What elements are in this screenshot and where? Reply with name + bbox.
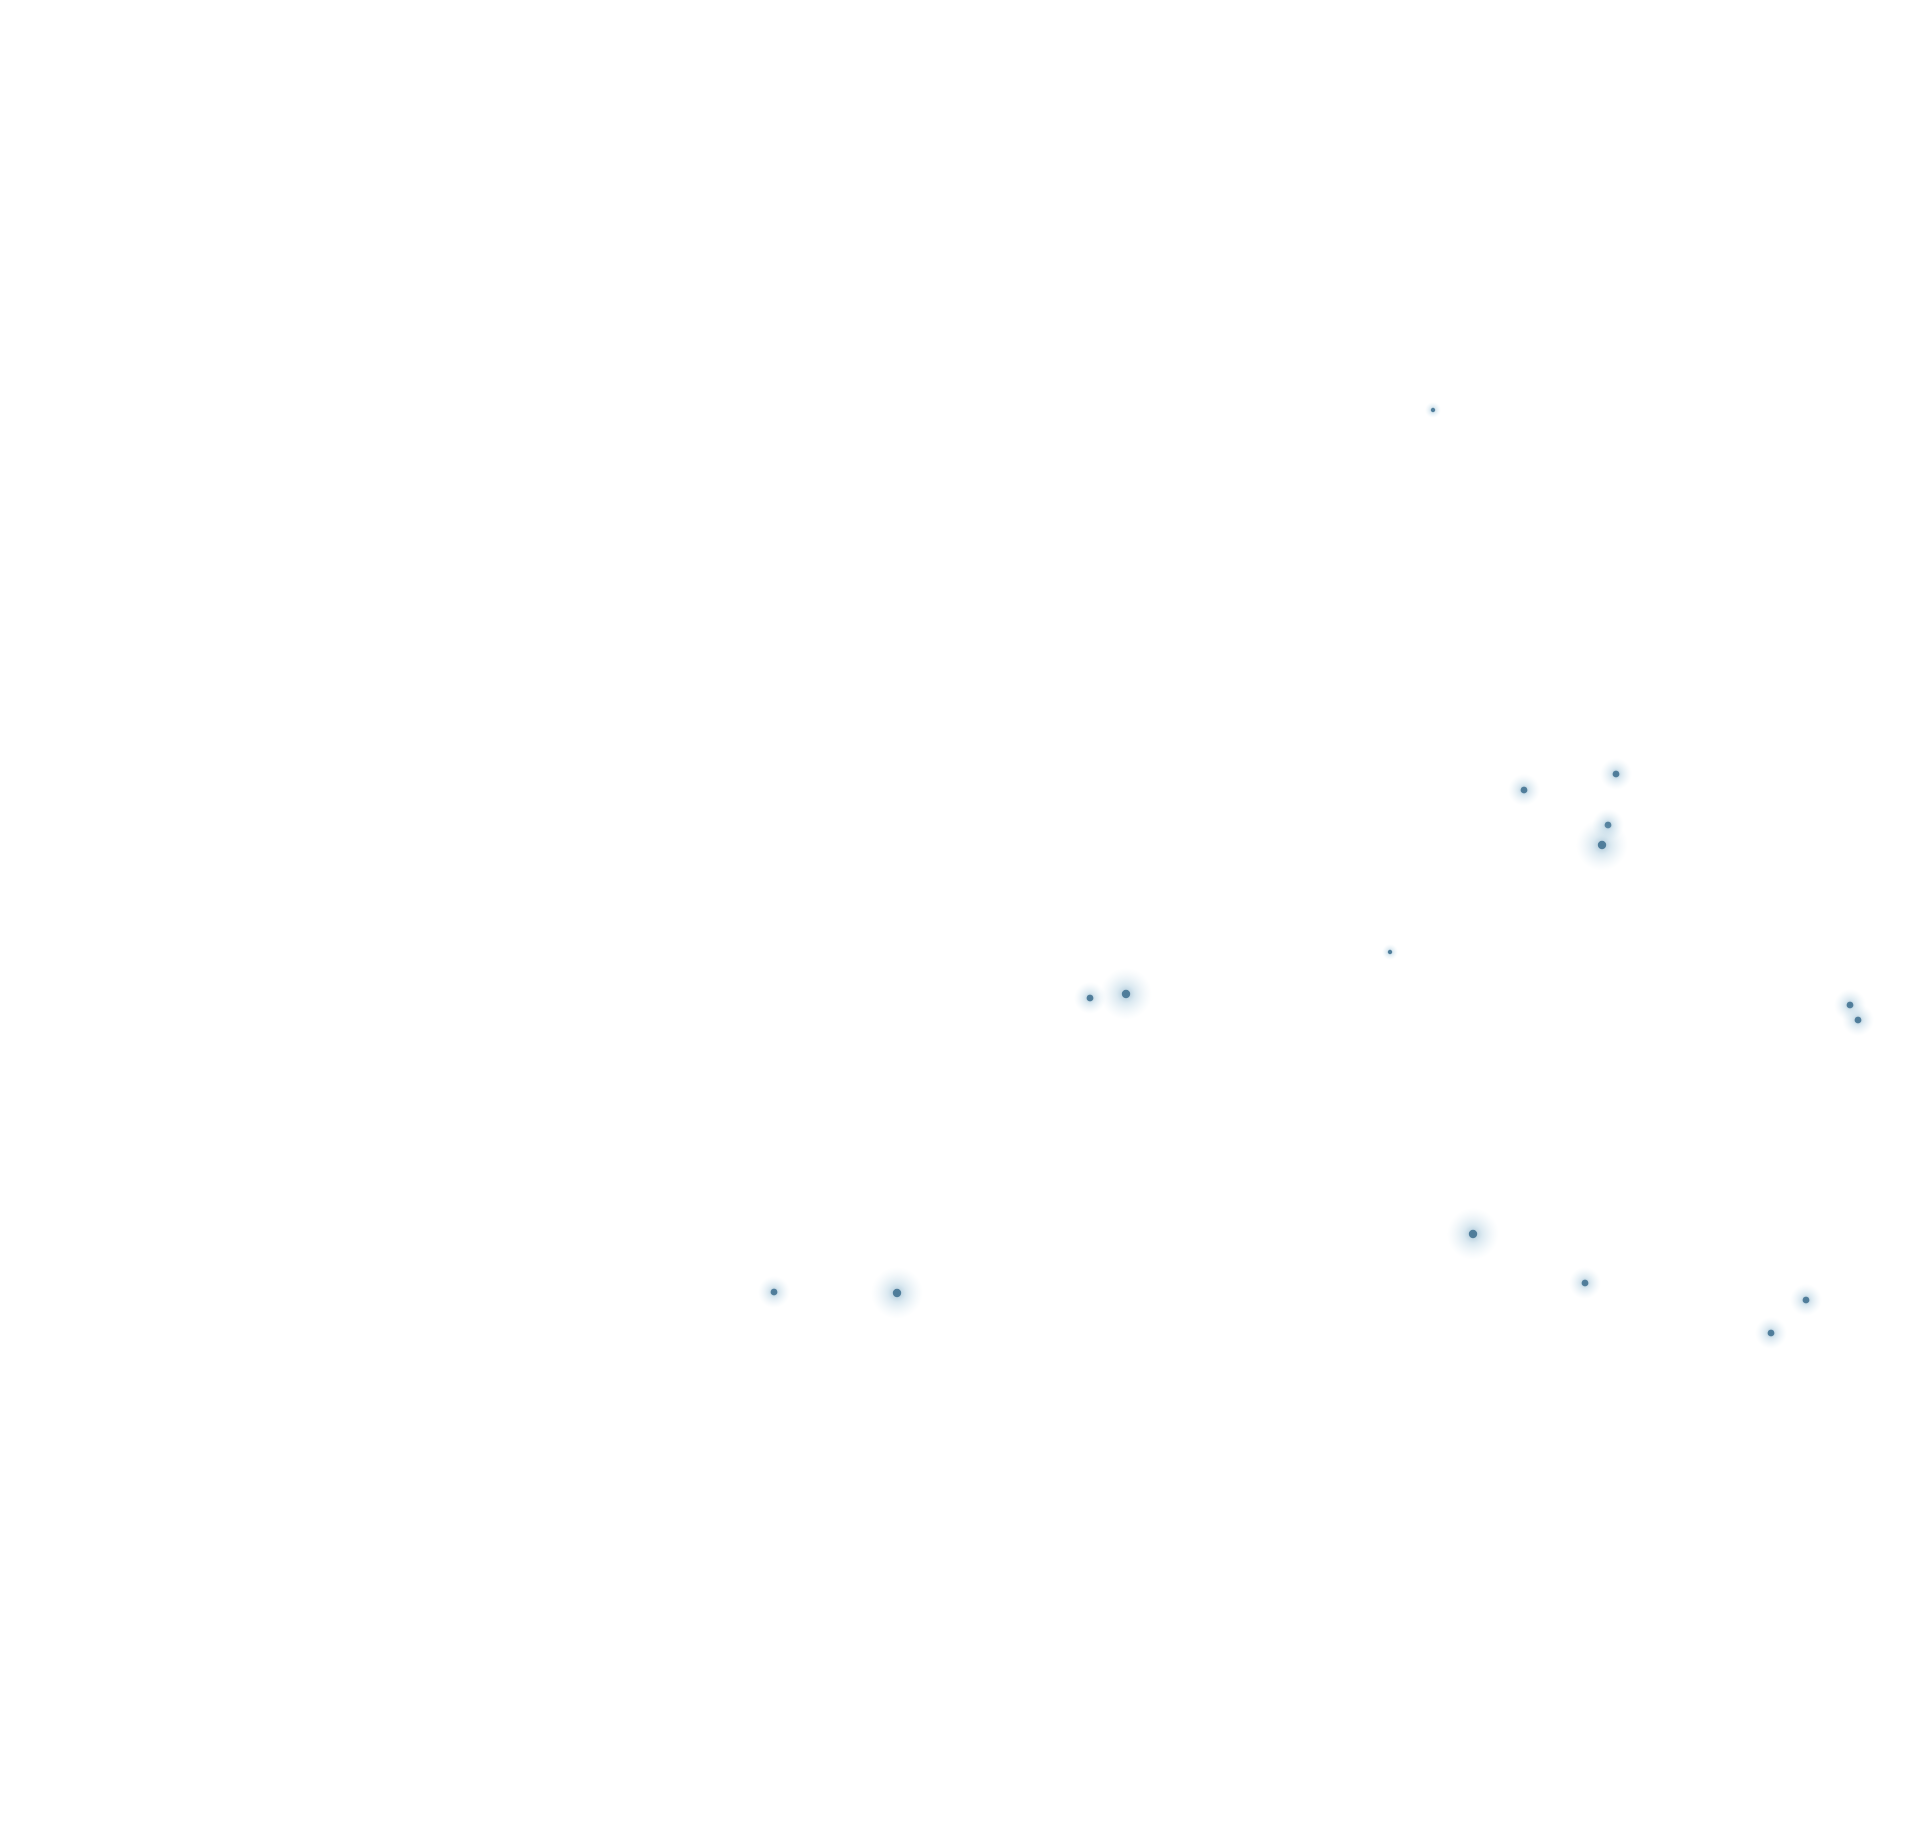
star-8-core xyxy=(1121,989,1131,999)
star-3-core xyxy=(1612,770,1620,778)
star-15-core xyxy=(1802,1296,1810,1304)
star-11 xyxy=(1447,1208,1499,1260)
star-13-core xyxy=(892,1288,902,1298)
star-3 xyxy=(1600,758,1632,790)
star-6 xyxy=(1382,944,1398,960)
star-14-core xyxy=(770,1288,778,1296)
star-14 xyxy=(758,1276,790,1308)
star-1-core xyxy=(1430,407,1436,413)
star-8 xyxy=(1100,968,1152,1020)
star-7-core xyxy=(1086,994,1094,1002)
star-12 xyxy=(1569,1267,1601,1299)
star-2 xyxy=(1508,774,1540,806)
star-6-core xyxy=(1387,949,1393,955)
star-16 xyxy=(1755,1317,1787,1349)
star-5 xyxy=(1576,819,1628,871)
star-11-core xyxy=(1468,1229,1478,1239)
star-1 xyxy=(1425,402,1441,418)
star-10 xyxy=(1842,1004,1874,1036)
star-10-core xyxy=(1854,1016,1862,1024)
stars-layer xyxy=(758,402,1874,1349)
star-15 xyxy=(1790,1284,1822,1316)
star-2-core xyxy=(1520,786,1528,794)
star-12-core xyxy=(1581,1279,1589,1287)
star-5-core xyxy=(1597,840,1607,850)
star-13 xyxy=(871,1267,923,1319)
star-7 xyxy=(1074,982,1106,1014)
star-16-core xyxy=(1767,1329,1775,1337)
